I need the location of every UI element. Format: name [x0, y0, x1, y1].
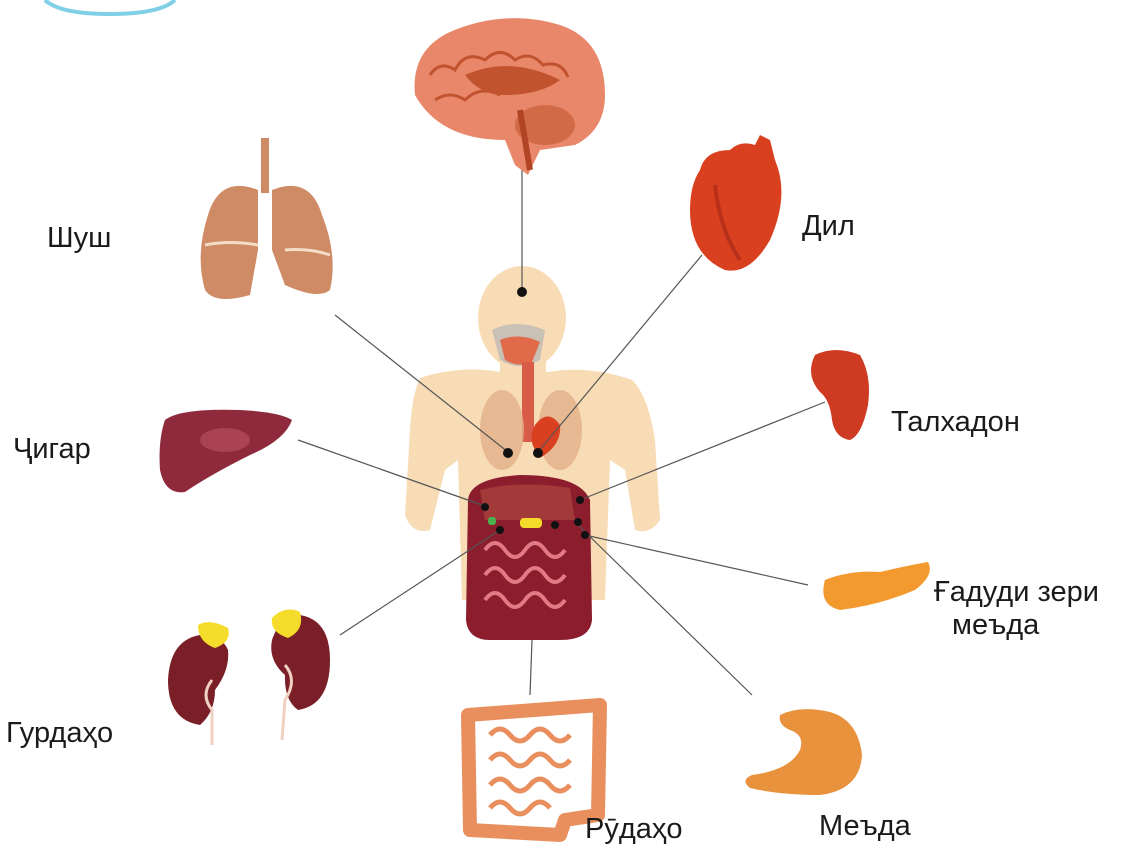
corner-badge: [45, 0, 175, 14]
label-kidneys: Гурдаҳо: [6, 717, 113, 750]
label-spleen: Талхадон: [891, 406, 1020, 439]
label-heart: Дил: [802, 210, 855, 243]
line-intestines: [530, 640, 532, 695]
label-liver: Ҷигар: [13, 433, 91, 466]
label-intestines: Рӯдаҳо: [585, 813, 683, 846]
line-pancreas: [585, 535, 808, 585]
liver-icon: [160, 410, 292, 493]
pancreas-icon: [823, 562, 930, 610]
label-pancreas-line2: меъда: [934, 609, 1099, 642]
label-lungs: Шуш: [47, 222, 111, 255]
brain-icon: [415, 18, 605, 175]
kidneys-icon: [168, 610, 330, 745]
label-pancreas: Ғадуди зери меъда: [934, 576, 1099, 643]
label-stomach: Меъда: [819, 810, 911, 843]
label-pancreas-line1: Ғадуди зери: [934, 576, 1099, 608]
stomach-icon: [745, 709, 862, 795]
lungs-icon: [201, 138, 333, 299]
line-stomach: [578, 525, 752, 695]
heart-icon: [690, 135, 781, 271]
body-silhouette: [405, 266, 660, 640]
intestines-icon: [468, 705, 600, 835]
spleen-icon: [811, 350, 869, 440]
